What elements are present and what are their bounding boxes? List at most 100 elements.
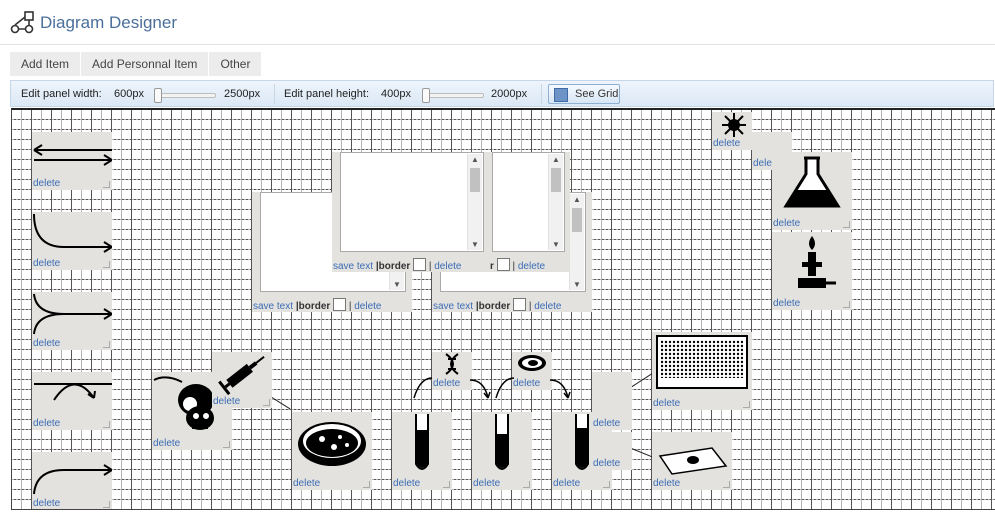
chevron-up-icon[interactable]: ▲ [471, 155, 479, 164]
diagram-canvas[interactable]: delete delete delete delete delete ▼ sav… [11, 108, 995, 510]
delete-link[interactable]: delete [513, 378, 541, 389]
chevron-down-icon[interactable]: ▼ [393, 280, 401, 289]
text-area[interactable]: ▲▼ [492, 152, 565, 252]
diagram-item[interactable]: delete [212, 352, 272, 408]
delete-link[interactable]: delete [653, 398, 681, 409]
chevron-down-icon[interactable]: ▼ [552, 240, 560, 249]
delete-link[interactable]: delete [517, 261, 546, 272]
diagram-item[interactable]: delete [392, 412, 452, 490]
diagram-item[interactable]: delete [32, 452, 112, 509]
menu-other[interactable]: Other [209, 52, 263, 76]
diagram-item[interactable]: delete [32, 372, 112, 430]
border-checkbox[interactable] [413, 258, 427, 271]
delete-link[interactable]: delete [593, 418, 621, 429]
delete-link[interactable]: delete [33, 338, 61, 349]
scrollbar-thumb[interactable] [470, 168, 480, 192]
resize-handle[interactable] [603, 481, 610, 488]
text-box-controls: save text |border | delete [333, 258, 461, 272]
diagram-item[interactable]: delete [152, 372, 232, 450]
menu-add-personnal-item[interactable]: Add Personnal Item [81, 52, 210, 76]
delete-link[interactable]: delete [773, 298, 801, 309]
resize-handle[interactable] [743, 401, 750, 408]
delete-link[interactable]: delete [213, 396, 241, 407]
width-slider[interactable] [154, 88, 216, 103]
resize-handle[interactable] [843, 301, 850, 308]
delete-link[interactable]: delete [33, 418, 61, 429]
diagram-item[interactable]: delete [292, 412, 372, 490]
chevron-down-icon[interactable]: ▼ [573, 280, 581, 289]
delete-link[interactable]: delete [433, 378, 461, 389]
delete-link[interactable]: delete [553, 478, 581, 489]
diagram-item[interactable]: delete [652, 332, 752, 410]
width-slider-thumb[interactable] [154, 88, 162, 103]
chevron-down-icon[interactable]: ▼ [471, 240, 479, 249]
delete-link[interactable]: delete [293, 478, 321, 489]
diagram-item[interactable]: delete [592, 432, 632, 470]
delete-link[interactable]: delete [473, 478, 501, 489]
delete-link[interactable]: delete [33, 178, 61, 189]
diagram-item[interactable]: delete [32, 212, 112, 270]
delete-link[interactable]: delete [653, 478, 681, 489]
save-text-link[interactable]: save text [333, 261, 374, 272]
resize-handle[interactable] [103, 341, 110, 348]
scrollbar-thumb[interactable] [551, 168, 561, 192]
diagram-item[interactable]: delete [32, 132, 112, 190]
delete-link[interactable]: delete [534, 301, 562, 312]
border-checkbox[interactable] [513, 298, 527, 311]
diagram-item[interactable]: delete [652, 432, 732, 490]
border-checkbox[interactable] [496, 258, 510, 271]
delete-link[interactable]: delete [33, 258, 61, 269]
curve-arrows [413, 377, 571, 399]
resize-handle[interactable] [103, 501, 110, 508]
resize-handle[interactable] [263, 399, 270, 406]
delete-link[interactable]: delete [593, 458, 621, 469]
width-min-value: 600px [114, 88, 144, 100]
delete-link[interactable]: delete [773, 218, 801, 229]
resize-handle[interactable] [103, 261, 110, 268]
border-checkbox[interactable] [333, 298, 347, 311]
save-text-link[interactable]: save text [253, 301, 294, 312]
scrollbar[interactable]: ▲▼ [467, 154, 482, 250]
delete-link[interactable]: delete [434, 261, 462, 272]
resize-handle[interactable] [723, 481, 730, 488]
scrollbar[interactable]: ▲▼ [548, 154, 563, 250]
microscope-slide-icon [658, 447, 728, 475]
resize-handle[interactable] [363, 481, 370, 488]
see-grid-button[interactable]: See Grid [548, 84, 620, 104]
text-box-item[interactable]: ▲▼ r | delete [490, 152, 570, 272]
diagram-item[interactable]: delete [772, 152, 852, 230]
delete-link[interactable]: delete [354, 301, 382, 312]
delete-link[interactable]: delete [33, 498, 61, 509]
diagram-item[interactable]: delete [512, 352, 552, 390]
text-area[interactable]: ▲▼ [340, 152, 484, 252]
diagram-item[interactable]: delete [712, 112, 752, 150]
scrollbar-thumb[interactable] [572, 208, 582, 232]
height-slider-thumb[interactable] [422, 88, 430, 103]
text-box-item[interactable]: ▲▼ save text |border | delete [332, 152, 490, 272]
resize-handle[interactable] [843, 221, 850, 228]
diagram-item[interactable]: delete [592, 372, 632, 430]
diagram-item[interactable]: delete [32, 292, 112, 350]
diagram-item[interactable]: delete [472, 412, 532, 490]
toolbar: Edit panel width: 600px 2500px Edit pane… [10, 80, 994, 107]
scrollbar[interactable]: ▲▼ [569, 194, 584, 290]
height-slider[interactable] [422, 88, 484, 103]
resize-handle[interactable] [223, 441, 230, 448]
text-box-controls: save text |border | delete [433, 298, 561, 312]
diagram-item[interactable]: delete [772, 232, 852, 310]
delete-link[interactable]: delete [153, 438, 181, 449]
resize-handle[interactable] [443, 481, 450, 488]
resize-handle[interactable] [103, 181, 110, 188]
delete-link[interactable]: delete [393, 478, 421, 489]
resize-handle[interactable] [523, 481, 530, 488]
menu-add-item[interactable]: Add Item [10, 52, 82, 76]
delete-link[interactable]: delete [713, 138, 741, 149]
diagram-item[interactable]: delete [432, 352, 472, 390]
pipe-divider: | [528, 301, 532, 312]
delete-link[interactable]: delete [753, 158, 781, 169]
resize-handle[interactable] [103, 421, 110, 428]
save-text-link[interactable]: save text [433, 301, 474, 312]
chevron-up-icon[interactable]: ▲ [573, 195, 581, 204]
chevron-up-icon[interactable]: ▲ [552, 155, 560, 164]
menu-bar: Add Item Add Personnal Item Other [10, 52, 263, 76]
